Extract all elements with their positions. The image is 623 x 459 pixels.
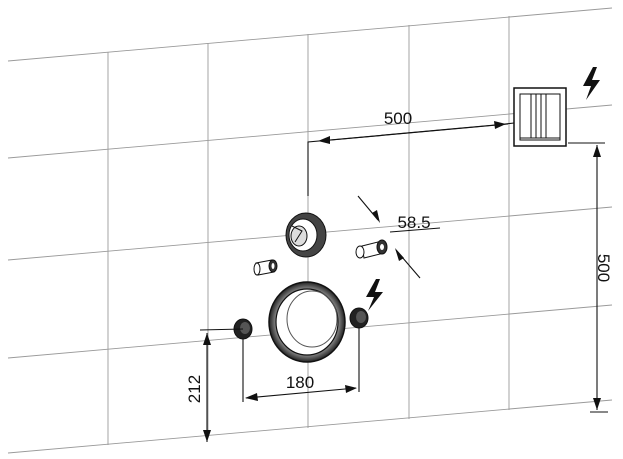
dim-label-212: 212 [185,375,204,403]
fixing-bolt-right [349,307,369,329]
dim-arrow [318,136,330,144]
electrical-socket-box [513,87,567,147]
inlet-pipe-left [253,259,278,276]
dim-label-500-vertical: 500 [594,254,613,282]
dimension-horizontal-500 [307,122,515,196]
dimension-bolt-spacing-180 [242,328,360,402]
dim-arrow [593,145,601,157]
dim-arrow [245,393,258,401]
dimension-vertical-500 [568,142,608,413]
dim-label-180: 180 [286,373,314,392]
dim-arrow [203,430,211,442]
lightning-bolt-icon [366,279,383,311]
dim-arrow [395,248,404,261]
tile-grid [7,7,613,454]
lightning-bolt-icon [583,67,600,100]
dim-arrow [345,385,357,393]
grid-line-h5 [7,399,613,454]
dimension-bolt-height-212 [199,328,244,442]
dimension-pipe-58-5 [357,195,441,279]
inlet-pipe-right [355,239,388,259]
grid-line-h2 [7,104,613,159]
dim-label-58-5: 58.5 [397,213,430,232]
dim-arrow [372,210,380,223]
dim-arrow [593,398,601,410]
drain-outlet [268,281,346,363]
flush-valve [285,212,327,258]
dim-label-500-horizontal: 500 [384,109,412,128]
dim-arrow [494,121,506,129]
dim-arrow [203,333,211,345]
